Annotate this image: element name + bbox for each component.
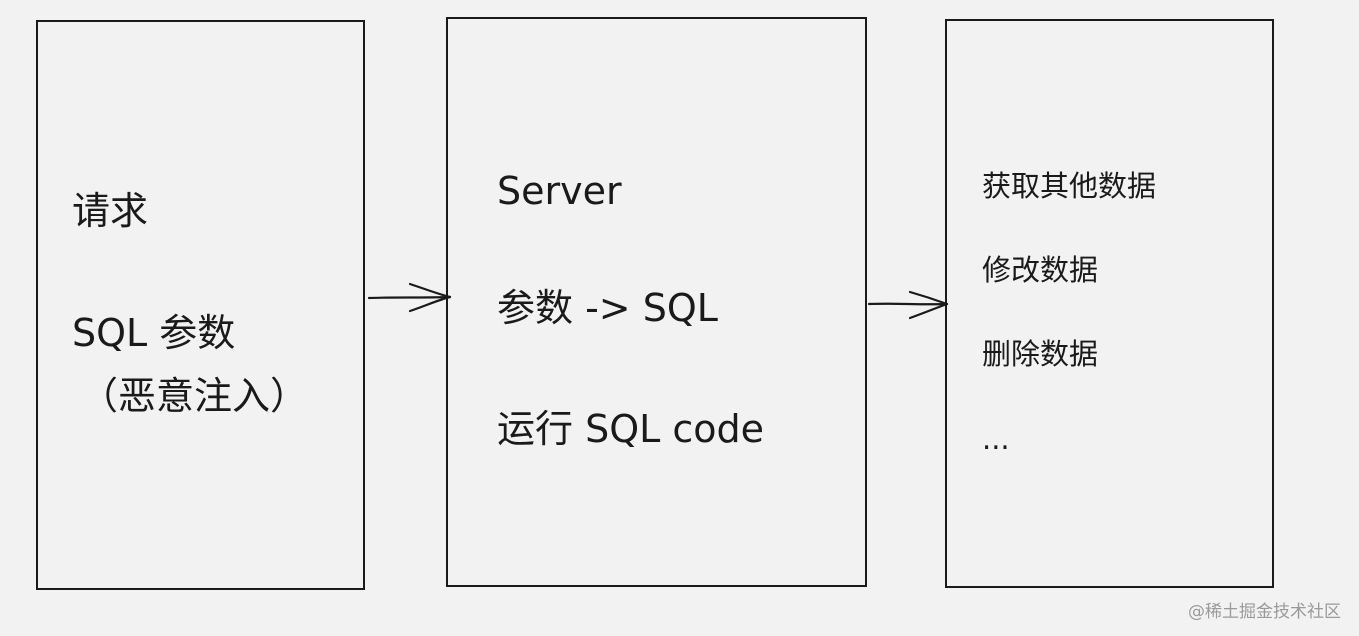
malicious-injection-label: （恶意注入） bbox=[80, 374, 309, 418]
request-box bbox=[36, 20, 365, 590]
run-sql-code-label: 运行 SQL code bbox=[497, 407, 765, 451]
watermark: @稀土掘金技术社区 bbox=[1188, 602, 1341, 622]
ellipsis-label: ... bbox=[982, 422, 1010, 456]
sql-params-label: SQL 参数 bbox=[72, 311, 236, 355]
arrow-server-to-result bbox=[867, 290, 949, 320]
request-label: 请求 bbox=[72, 189, 149, 233]
arrow-request-to-server bbox=[367, 282, 452, 313]
params-to-sql-label: 参数 -> SQL bbox=[497, 286, 718, 330]
result-box bbox=[945, 19, 1274, 588]
server-label: Server bbox=[497, 169, 622, 213]
server-box bbox=[446, 17, 867, 587]
get-other-data-label: 获取其他数据 bbox=[982, 169, 1157, 203]
modify-data-label: 修改数据 bbox=[982, 253, 1099, 287]
delete-data-label: 删除数据 bbox=[982, 337, 1099, 371]
